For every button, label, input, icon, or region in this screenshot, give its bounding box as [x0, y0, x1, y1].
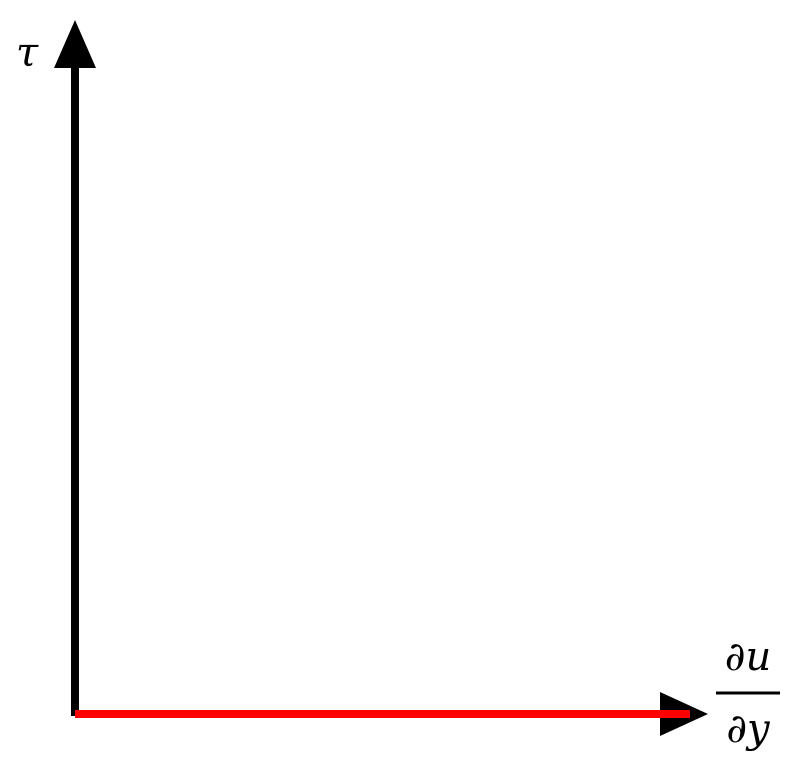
x-axis-label-numerator: ∂u — [725, 634, 771, 680]
x-axis-label-denominator: ∂y — [726, 706, 771, 752]
y-axis-label: τ — [16, 30, 39, 76]
y-axis-arrowhead — [54, 20, 96, 68]
